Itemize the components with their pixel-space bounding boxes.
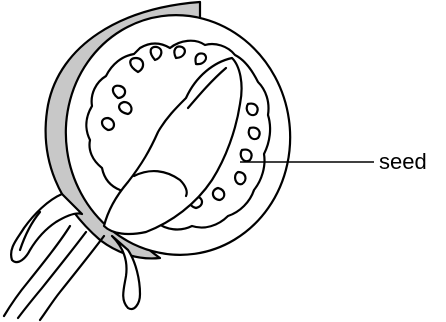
seed-label: seed xyxy=(379,151,427,173)
